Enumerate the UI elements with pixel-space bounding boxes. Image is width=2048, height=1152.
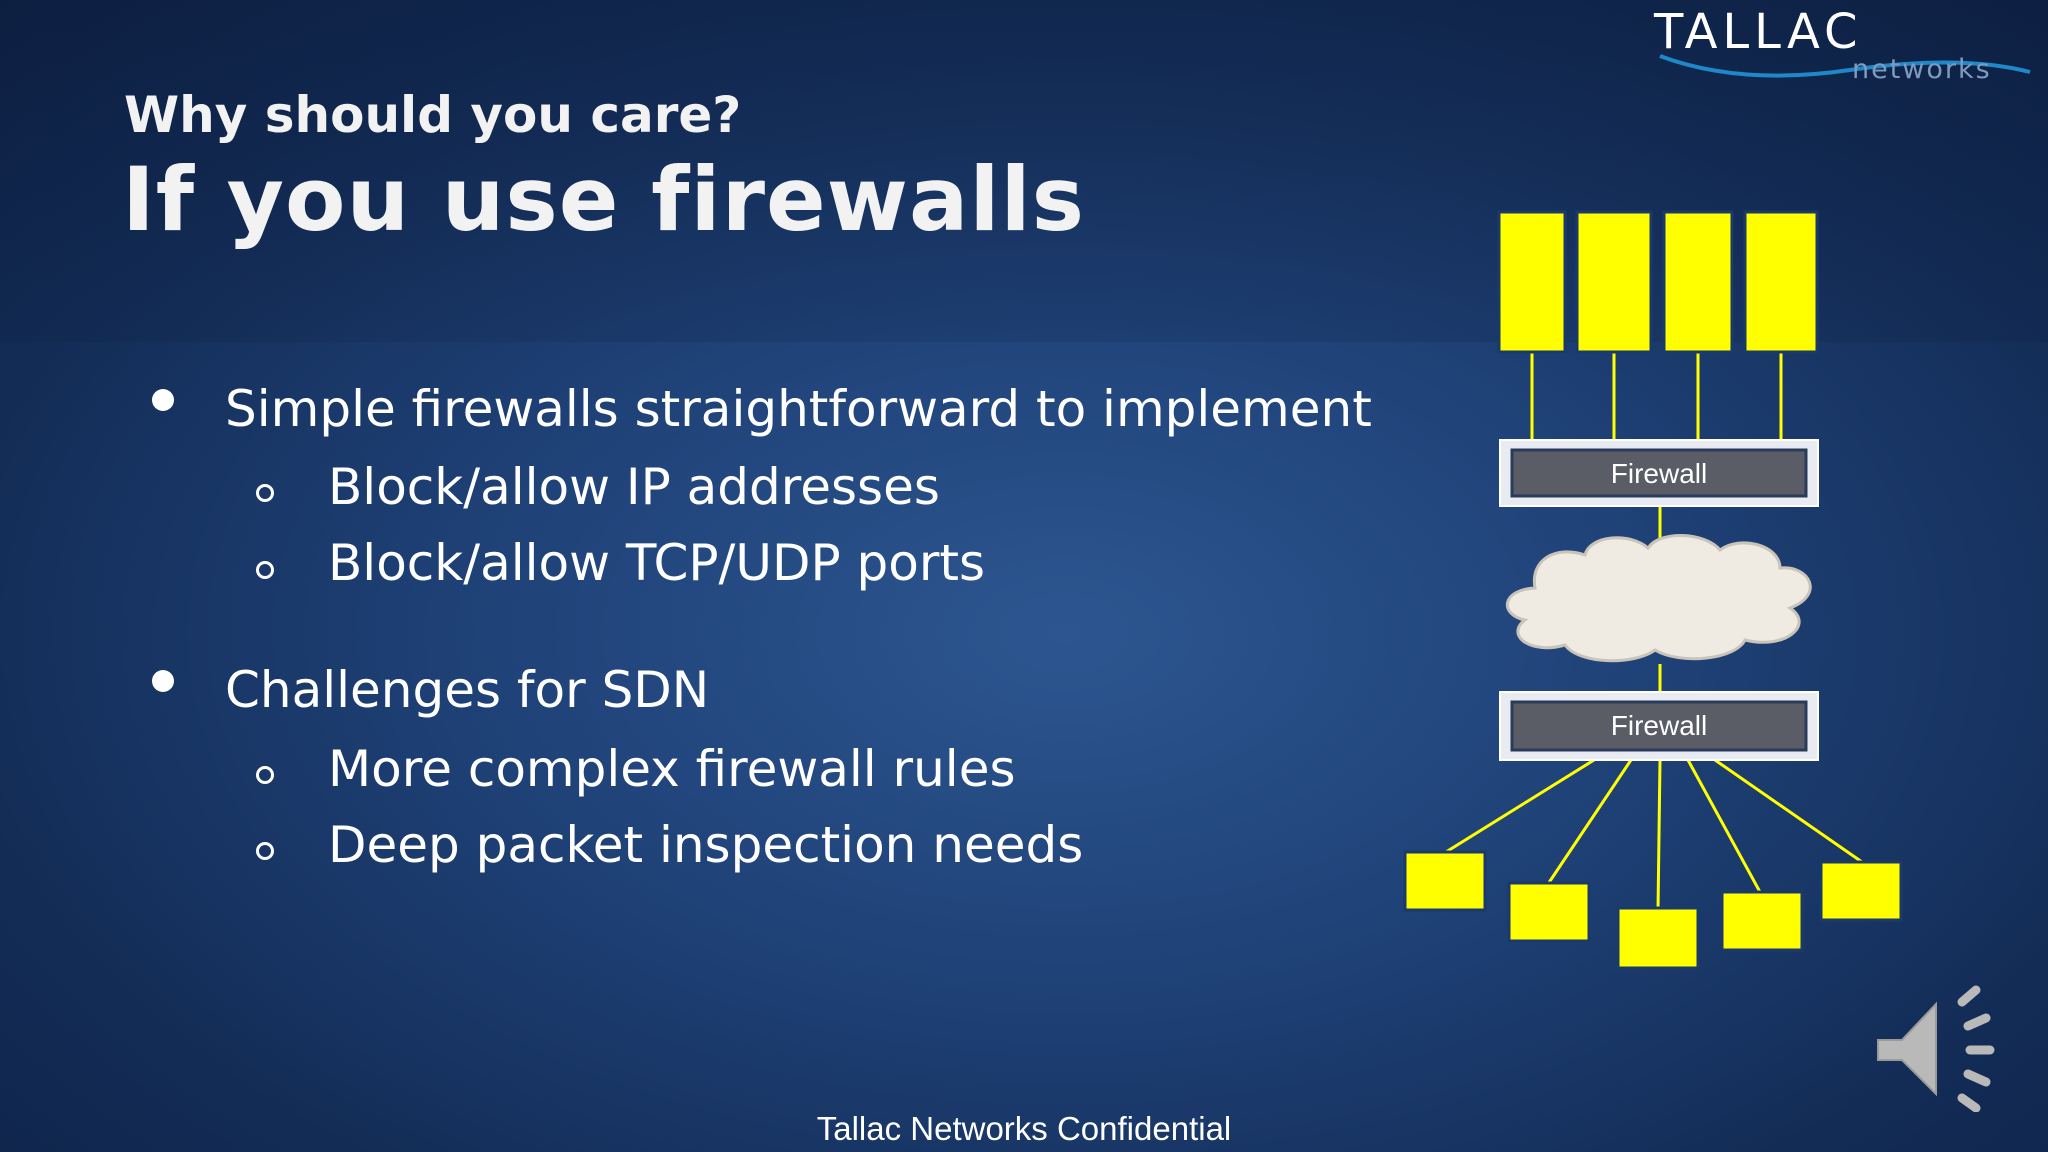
sub-bullet-text: Block/allow TCP/UDP ports [328, 534, 986, 592]
firewall-bottom-label: Firewall [1610, 710, 1708, 741]
client-node [1720, 890, 1804, 952]
client-node [1819, 860, 1903, 922]
logo-swoosh-icon [1659, 54, 2031, 78]
sub-bullet-text: Deep packet inspection needs [328, 816, 1084, 874]
slide-subtitle: Why should you care? [124, 86, 742, 144]
firewall-bottom-box [1510, 700, 1808, 752]
bullet-dot-icon [152, 389, 174, 411]
sub-bullet-text: More complex firewall rules [328, 740, 1016, 798]
sub-bullet-icon [256, 561, 274, 579]
logo-word: TALLAC [1654, 4, 1863, 60]
bullet-text: Challenges for SDN [225, 661, 710, 719]
client-link [1686, 759, 1762, 893]
client-link [1546, 759, 1633, 885]
sub-bullet-icon [256, 484, 274, 502]
bullet-dot-icon [152, 670, 174, 692]
speaker-volume-icon[interactable] [1872, 982, 2024, 1112]
firewall-top-label: Firewall [1610, 458, 1708, 489]
client-link [1656, 759, 1662, 911]
logo-subword: networks [1852, 54, 1992, 85]
server-node [1743, 210, 1819, 354]
sub-bullet-icon [256, 766, 274, 784]
client-node [1616, 906, 1700, 970]
bullet-text: Simple firewalls straightforward to impl… [225, 380, 1372, 438]
client-node [1403, 850, 1487, 912]
firewall-top-box [1510, 448, 1808, 498]
internet-cloud [1506, 534, 1812, 663]
slide-title: If you use firewalls [122, 148, 1086, 251]
tallac-logo: TALLAC networks [1650, 4, 2040, 94]
server-node [1575, 210, 1653, 354]
sub-bullet-text: Block/allow IP addresses [328, 458, 940, 516]
sub-bullet-icon [256, 842, 274, 860]
client-node [1507, 881, 1591, 943]
server-node [1497, 210, 1567, 354]
client-link [1714, 758, 1863, 864]
server-node [1662, 210, 1734, 354]
client-link [1445, 758, 1595, 854]
footer-confidential: Tallac Networks Confidential [816, 1110, 1232, 1147]
